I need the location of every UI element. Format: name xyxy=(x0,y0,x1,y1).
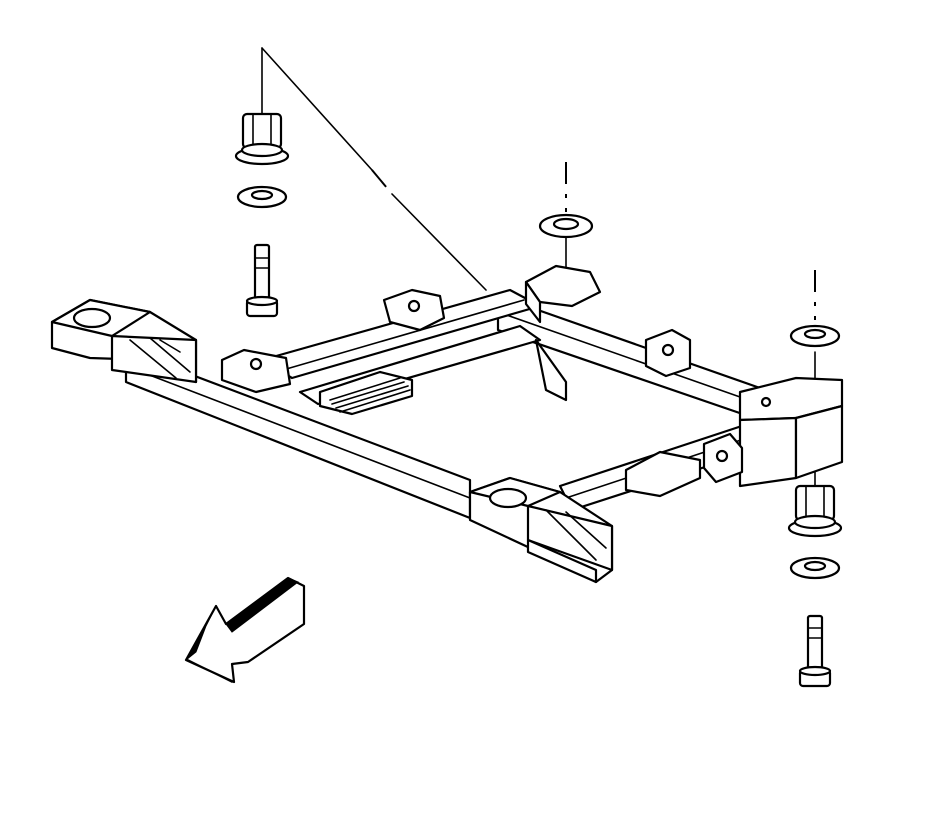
left-rail-tab xyxy=(220,348,292,394)
gusset xyxy=(534,338,568,402)
right-washer-bottom xyxy=(789,556,841,580)
forward-arrow-icon xyxy=(184,576,306,684)
right-retainer-nut xyxy=(787,484,843,538)
right-washer-top xyxy=(789,324,841,348)
left-retainer-nut xyxy=(234,112,290,166)
front-beam-bracket xyxy=(624,450,702,498)
right-bolt xyxy=(798,614,832,688)
crossmember-frame xyxy=(50,264,844,584)
left-washer xyxy=(236,185,288,209)
left-bolt xyxy=(245,243,279,318)
center-washer xyxy=(538,213,594,239)
serrated-pad xyxy=(318,370,414,416)
leader-lines xyxy=(261,47,816,487)
